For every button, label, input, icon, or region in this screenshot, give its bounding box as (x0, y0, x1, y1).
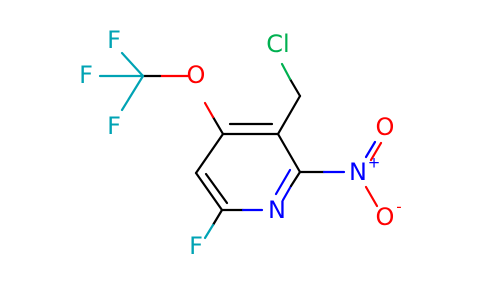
bond-c4-c5 (194, 132, 225, 175)
bond-c6-f-teal (203, 223, 215, 240)
bond-c2-c3 (276, 132, 302, 174)
bond-ch2-cl-black (288, 77, 302, 98)
atom-f-ring: F (189, 232, 203, 260)
bond-c3-ch2 (276, 94, 302, 136)
bond-nitro-o-bottom (364, 185, 379, 208)
atom-o-nitro-top: O (376, 113, 395, 141)
atom-cl: Cl (266, 30, 289, 58)
atom-n-nitro: N (349, 158, 367, 186)
bond-c5-c6 (194, 171, 224, 212)
bond-nitro-o-top-red (369, 141, 383, 162)
atom-f-bottom: F (107, 112, 121, 140)
charge-nitro-plus: + (368, 154, 381, 172)
atom-f-top: F (107, 26, 121, 54)
bond-nitro-o-top (364, 140, 377, 159)
charge-nitro-minus: - (396, 198, 401, 216)
atom-o-ether: O (187, 61, 206, 89)
bond-c4-o-red (203, 101, 215, 119)
bond-c5-c6-inner (204, 172, 229, 205)
bond-n1-c2-inner (274, 168, 292, 196)
bond-n1-c2-blue (281, 184, 293, 202)
atom-f-left: F (79, 61, 93, 89)
bond-c4-o-black (211, 115, 225, 136)
bond-ch2-cl-green (280, 62, 292, 81)
bond-cf3-f-top (120, 51, 145, 78)
bond-n1-c2-black (289, 170, 302, 188)
atom-n-ring: N (268, 196, 286, 224)
bond-cf3-f-bottom (120, 74, 145, 112)
bond-c6-f-black (211, 208, 224, 227)
atom-o-nitro-bottom: O (376, 203, 395, 231)
